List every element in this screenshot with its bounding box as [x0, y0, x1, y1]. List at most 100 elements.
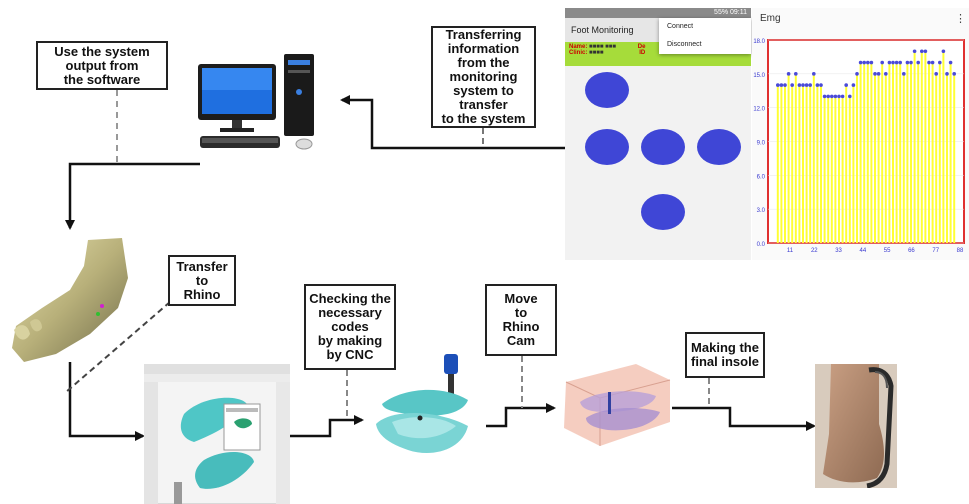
- connection-menu: Connect Disconnect: [659, 18, 751, 54]
- step-text-line: monitoring: [449, 69, 518, 84]
- date-label: De: [637, 44, 646, 50]
- emg-point: [794, 72, 798, 76]
- step-use-system-output: Use the system output from the software: [36, 41, 168, 90]
- y-tick-label: 15.0: [753, 73, 765, 79]
- step-text-line: by making: [317, 333, 383, 348]
- emg-point: [920, 49, 924, 54]
- step-text-line: to the system: [441, 111, 526, 126]
- arrow-rhino-to-insole: [290, 415, 364, 438]
- x-tick-label: 33: [835, 248, 842, 254]
- dashed-leader-transfer-rhino: [65, 301, 171, 393]
- more-menu-icon[interactable]: ⋮: [955, 13, 966, 25]
- emg-title: Emg: [760, 13, 781, 24]
- step-text-line: to: [195, 272, 209, 288]
- emg-point: [783, 83, 787, 87]
- emg-point: [880, 60, 884, 65]
- desktop-computer-icon: [198, 54, 314, 150]
- emg-point: [848, 94, 852, 99]
- step-text-line: Making the: [691, 340, 759, 355]
- id-label: ID: [639, 50, 646, 56]
- emg-point: [812, 72, 816, 76]
- emg-point: [869, 60, 874, 65]
- step-text-line: Checking the: [309, 291, 391, 306]
- arrow-app-to-computer: [340, 95, 565, 150]
- emg-point: [934, 72, 938, 76]
- step-text-line: from the: [457, 55, 510, 70]
- emg-point: [801, 83, 805, 87]
- foot-sensor: [585, 72, 629, 108]
- emg-point: [815, 83, 820, 87]
- foot-sensor: [641, 129, 685, 165]
- emg-point: [862, 60, 866, 65]
- clinic-label: Clinic:: [569, 50, 588, 56]
- emg-point: [826, 94, 830, 99]
- emg-point: [923, 49, 928, 54]
- step-checking-codes-cnc: Checking the necessary codes by making b…: [304, 284, 396, 370]
- y-tick-label: 3.0: [757, 208, 766, 214]
- emg-point: [909, 60, 913, 65]
- step-transfer-to-rhino: Transfer to Rhino: [168, 255, 236, 306]
- emg-point: [804, 83, 809, 87]
- emg-point: [873, 72, 877, 76]
- cnc-insole-model: [376, 354, 468, 453]
- rhino-software-screenshot: [144, 364, 290, 504]
- x-tick-label: 55: [884, 248, 891, 254]
- emg-point: [898, 60, 902, 65]
- emg-point: [833, 94, 838, 99]
- y-tick-label: 18.0: [753, 39, 765, 45]
- emg-point: [887, 60, 892, 65]
- emg-point: [779, 83, 784, 87]
- emg-point: [776, 83, 780, 87]
- emg-point: [844, 83, 848, 87]
- emg-point: [884, 72, 888, 76]
- x-tick-label: 44: [860, 248, 867, 254]
- name-label: Name:: [569, 44, 588, 50]
- step-text-line: by CNC: [326, 347, 374, 362]
- emg-point: [891, 60, 895, 65]
- emg-point: [851, 83, 856, 87]
- emg-point: [790, 83, 794, 87]
- step-text-line: codes: [331, 319, 369, 334]
- step-text-line: information: [447, 41, 520, 56]
- arrow-insole-to-cam: [486, 403, 556, 428]
- foot-3d-scan: [12, 238, 128, 362]
- emg-point: [945, 72, 949, 76]
- step-text-line: Rhino: [183, 286, 221, 302]
- x-tick-label: 11: [787, 248, 794, 254]
- emg-point: [941, 49, 946, 54]
- emg-point: [819, 83, 823, 87]
- emg-point: [876, 72, 881, 76]
- emg-point: [912, 49, 917, 54]
- emg-point: [894, 60, 899, 65]
- step-text-line: Cam: [506, 333, 536, 348]
- step-text-line: system to: [453, 83, 514, 98]
- y-tick-label: 9.0: [757, 141, 766, 147]
- step-making-final-insole: Making the final insole: [685, 332, 765, 378]
- arrow-cam-to-final: [672, 406, 816, 431]
- step-text-line: transfer: [459, 97, 508, 112]
- emg-point: [858, 60, 863, 65]
- foot-sensor: [697, 129, 741, 165]
- step-text-line: necessary: [318, 305, 382, 320]
- step-transferring-information: Transferring information from the monito…: [431, 26, 536, 128]
- connect-menu-item[interactable]: Connect: [667, 23, 694, 30]
- foot-sensor: [585, 129, 629, 165]
- arrow-foot-to-rhino: [68, 362, 145, 441]
- step-text-line: the software: [63, 71, 141, 87]
- emg-point: [916, 60, 920, 65]
- emg-point: [927, 60, 931, 65]
- status-bar: 55% 09:11: [565, 8, 751, 18]
- step-text-line: Transferring: [445, 27, 522, 42]
- emg-point: [905, 60, 910, 65]
- x-tick-label: 66: [908, 248, 915, 254]
- emg-point: [830, 94, 834, 99]
- step-text-line: final insole: [691, 354, 759, 369]
- rhino-cam-model: [564, 364, 671, 446]
- step-text-line: to: [514, 305, 528, 320]
- step-text-line: Transfer: [176, 258, 228, 274]
- x-tick-label: 88: [957, 248, 964, 254]
- disconnect-menu-item[interactable]: Disconnect: [667, 41, 702, 48]
- emg-point: [866, 60, 870, 65]
